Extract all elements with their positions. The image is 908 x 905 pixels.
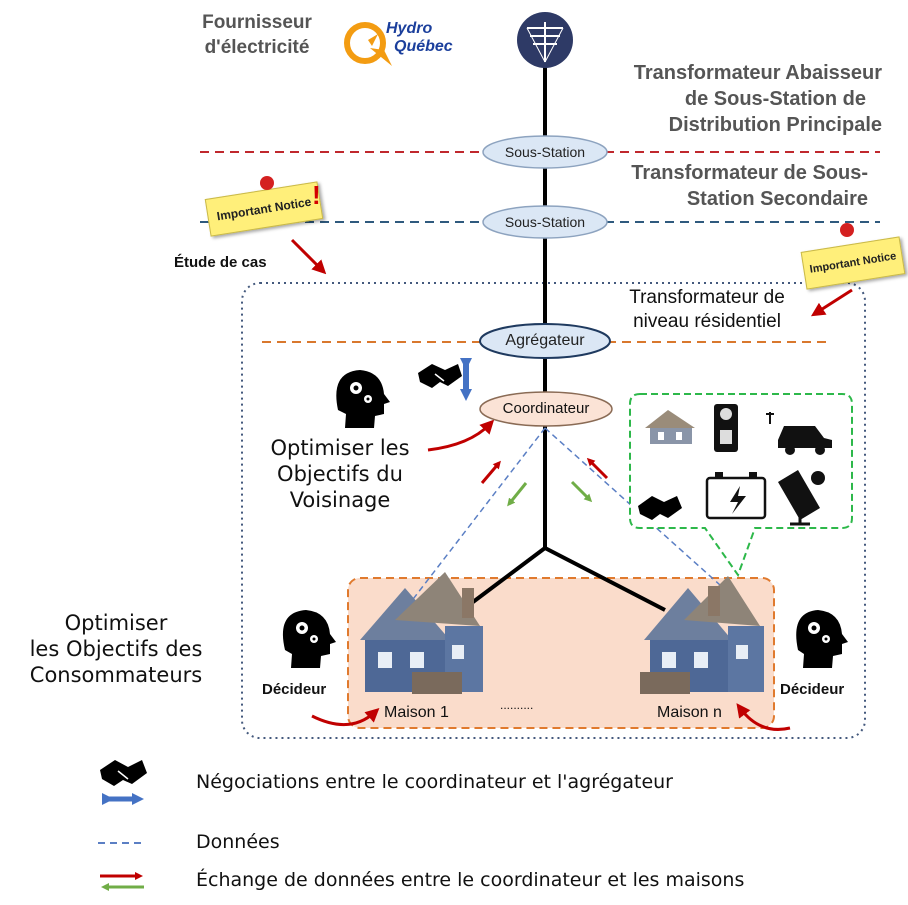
notice-right-pin — [840, 223, 854, 237]
legend-negotiation-text: Négociations entre le coordinateur et l'… — [196, 771, 673, 793]
aggregator-oval — [479, 323, 611, 359]
legend-exchange-text: Échange de données entre le coordinateur… — [196, 869, 745, 891]
legend-data-text: Données — [196, 831, 280, 853]
handshake-icon-negotiation — [418, 364, 462, 388]
hydro-quebec-logo — [344, 22, 392, 66]
supplier-label-line1: Fournisseur — [202, 12, 312, 33]
house-1-illustration — [360, 572, 483, 694]
meter-icon — [714, 404, 738, 452]
house-n-label: Maison n — [657, 704, 722, 721]
left-decider-arrow — [311, 707, 380, 727]
main-transformer-line3: Distribution Principale — [668, 114, 882, 136]
residential-transformer-line1: Transformateur de — [629, 287, 785, 308]
data-line-right — [544, 427, 721, 586]
houses-ellipsis: .......... — [500, 698, 534, 712]
residential-transformer-label: Transformateur de niveau résidentiel — [610, 286, 804, 334]
house-n-illustration — [640, 576, 764, 694]
notice-left-pointer — [290, 238, 327, 275]
consumer-objectives-line1: Optimiser — [64, 611, 168, 635]
secondary-transformer-line2: Station Secondaire — [686, 188, 868, 210]
case-study-label: Étude de cas — [174, 254, 267, 271]
head-gear-icon-neighborhood — [336, 370, 390, 428]
important-notice-left-text: Important Notice — [215, 194, 313, 224]
aggregator-label: Agrégateur — [505, 332, 585, 349]
notice-left-pin — [260, 176, 274, 190]
consumer-objectives-line2: les Objectifs des — [29, 637, 203, 661]
logo-line1: Hydro — [386, 20, 433, 37]
substation-1-oval — [482, 135, 608, 169]
price-handshake-icon — [638, 496, 682, 520]
notice-left-exclamation: ! — [312, 180, 321, 210]
house-small-icon — [645, 410, 695, 444]
neighborhood-objectives-line3: Voisinage — [289, 488, 391, 512]
left-decider-label: Décideur — [262, 681, 327, 698]
substation-1-label: Sous-Station — [504, 144, 586, 160]
neighborhood-objectives-line1: Optimiser les — [270, 436, 410, 460]
coordinator-label: Coordinateur — [502, 400, 590, 417]
exchange-arrow-red-right — [586, 457, 609, 480]
exchange-arrow-green-left — [507, 482, 528, 507]
main-transformer-label: Transformateur Abaisseur de Sous-Station… — [634, 60, 882, 138]
secondary-transformer-line1: Transformateur de Sous- — [631, 162, 868, 184]
battery-icon — [705, 472, 767, 520]
solar-panel-icon — [778, 470, 825, 526]
electric-car-icon — [766, 412, 832, 455]
main-transformer-line1: Transformateur Abaisseur — [633, 62, 882, 84]
head-gear-icon-right — [796, 610, 848, 668]
head-gear-icon-left — [282, 610, 336, 668]
secondary-transformer-label: Transformateur de Sous- Station Secondai… — [631, 160, 868, 212]
consumer-objectives-line3: Consommateurs — [29, 663, 203, 687]
neighborhood-objectives-line2: Objectifs du — [277, 462, 403, 486]
consumer-objectives: Optimiser les Objectifs des Consommateur… — [2, 610, 230, 688]
main-transformer-line2: de Sous-Station de — [684, 88, 866, 110]
neighborhood-curved-arrow — [427, 419, 495, 452]
important-notice-right-text: Important Notice — [808, 250, 898, 276]
right-decider-arrow — [736, 703, 791, 731]
neighborhood-objectives: Optimiser les Objectifs du Voisinage — [250, 435, 430, 513]
exchange-arrow-red-left — [480, 460, 501, 484]
logo-line2: Québec — [394, 38, 453, 55]
right-decider-label: Décideur — [780, 681, 845, 698]
supplier-label-line2: d'électricité — [204, 37, 310, 58]
coordinator-oval — [479, 391, 613, 427]
notice-right-pointer — [810, 288, 853, 317]
house-1-label: Maison 1 — [384, 704, 449, 721]
supplier-label: Fournisseur d'électricité — [182, 10, 332, 60]
substation-2-oval — [482, 205, 608, 239]
handshake-icon-legend — [100, 760, 147, 786]
substation-2-label: Sous-Station — [504, 214, 586, 230]
residential-transformer-line2: niveau résidentiel — [633, 311, 781, 332]
exchange-arrow-green-right — [570, 480, 593, 503]
hydro-quebec-wordmark: Hydro Québec — [386, 20, 453, 56]
power-tower-icon — [517, 12, 573, 68]
